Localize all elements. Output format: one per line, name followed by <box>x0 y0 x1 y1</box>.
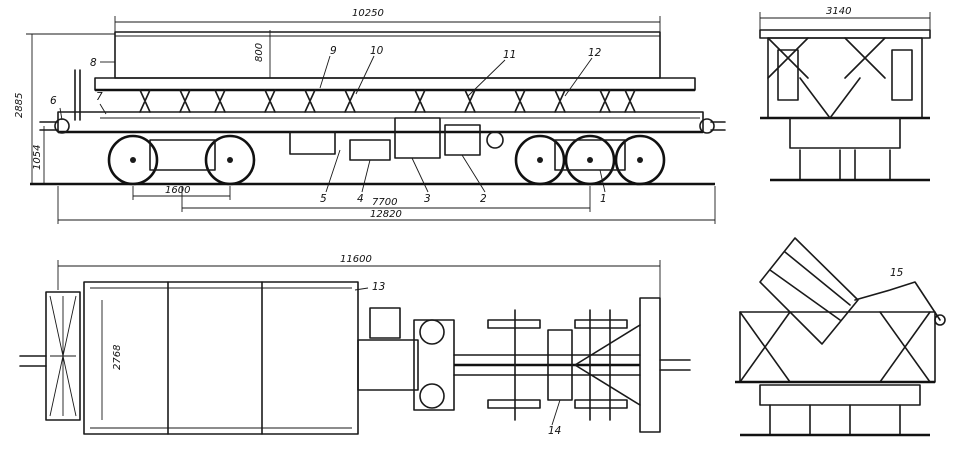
right-bogie <box>514 134 666 186</box>
dim-height-lower: 1054 <box>32 145 43 170</box>
dim-plan-length: 11600 <box>340 254 372 265</box>
label-14: 14 <box>548 425 561 437</box>
plan-view: 11600 2768 13 14 <box>19 254 691 437</box>
label-13: 13 <box>372 281 385 293</box>
dim-center-distance: 7700 <box>372 197 397 208</box>
label-5: 5 <box>320 193 327 205</box>
label-1: 1 <box>600 193 607 205</box>
dim-overall-length: 12820 <box>370 209 402 220</box>
dim-bogie-base: 1600 <box>165 185 190 196</box>
dim-platform-height: 800 <box>254 43 265 62</box>
left-bogie <box>107 134 256 186</box>
jack-row <box>139 89 636 113</box>
dim-height-total: 2885 <box>14 93 25 118</box>
dim-end-width: 3140 <box>826 6 851 17</box>
dim-plan-width: 2768 <box>112 345 123 370</box>
label-11: 11 <box>503 49 516 61</box>
tilted-view: 15 <box>735 237 946 437</box>
callouts-side: 8 6 7 9 10 11 12 5 4 3 2 1 <box>50 45 607 205</box>
label-12: 12 <box>588 47 602 59</box>
dim-top-length: 10250 <box>352 8 384 19</box>
label-7: 7 <box>96 91 103 103</box>
label-10: 10 <box>370 45 384 57</box>
label-2: 2 <box>480 193 487 205</box>
label-15: 15 <box>890 267 904 279</box>
label-4: 4 <box>357 193 364 205</box>
label-8: 8 <box>90 57 97 69</box>
end-view: 3140 <box>759 6 931 182</box>
label-9: 9 <box>330 45 337 57</box>
side-view: 10250 800 <box>14 8 726 224</box>
label-3: 3 <box>424 193 431 205</box>
label-6: 6 <box>50 95 57 107</box>
